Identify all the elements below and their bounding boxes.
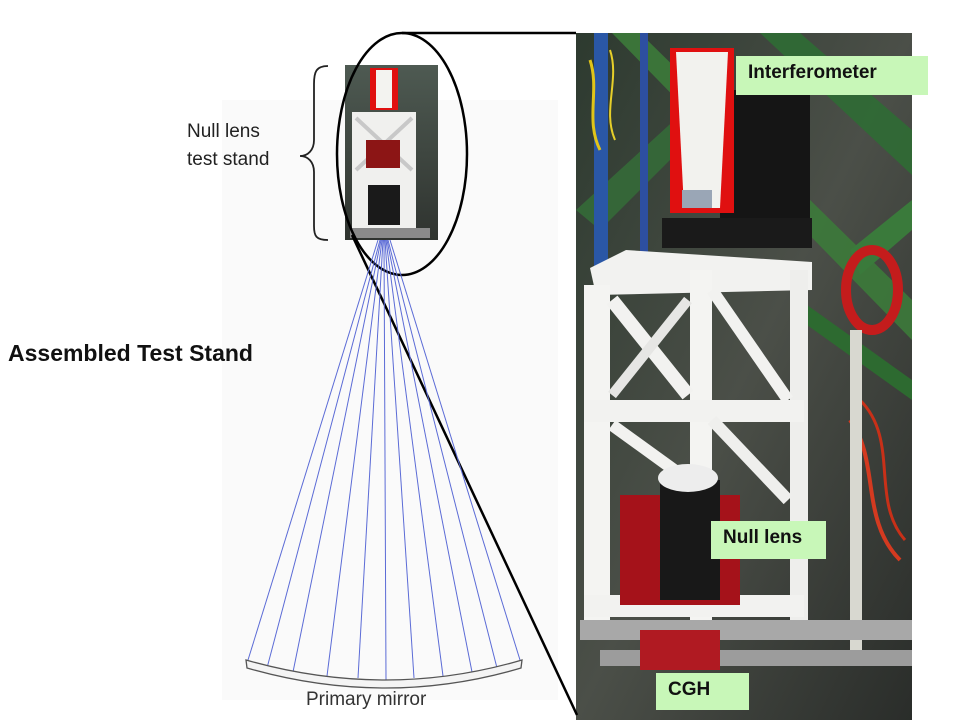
primary-mirror-label: Primary mirror: [306, 689, 427, 710]
lab-photo: [576, 33, 912, 720]
interferometer-callout: Interferometer: [736, 56, 928, 95]
page-title: Assembled Test Stand: [8, 340, 253, 366]
ray-fan: [247, 239, 521, 681]
null-lens-test-stand-label-line1: Null lens: [187, 121, 260, 142]
null-lens-callout: Null lens: [711, 521, 826, 559]
cgh-callout: CGH: [656, 673, 749, 710]
null-lens-test-stand-label: Null lens test stand: [187, 118, 269, 174]
inset-photo: [345, 65, 438, 240]
null-lens-test-stand-label-line2: test stand: [187, 149, 270, 170]
curly-brace: [299, 65, 329, 241]
primary-mirror: [245, 659, 523, 689]
